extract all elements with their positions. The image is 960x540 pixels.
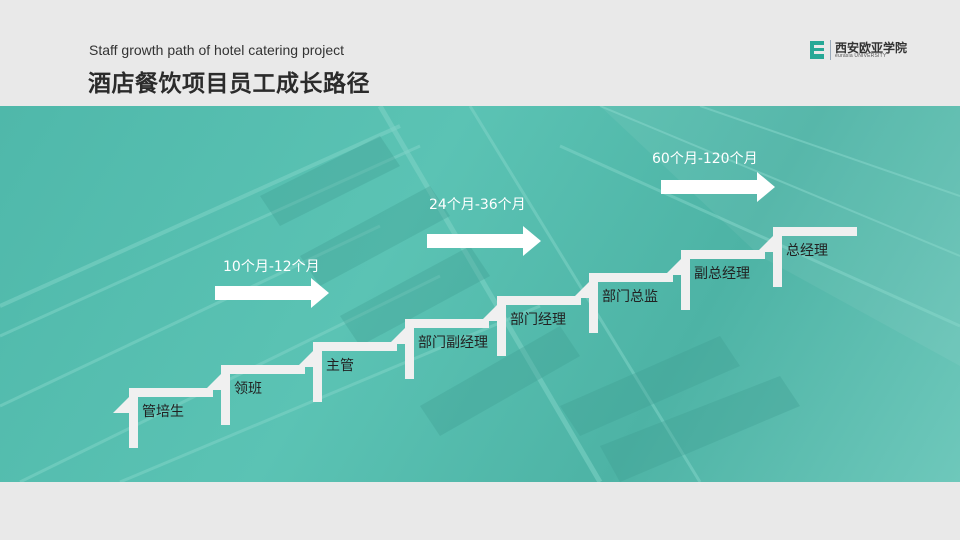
period-label: 24个月-36个月: [429, 197, 526, 213]
career-step: [389, 319, 489, 379]
right-arrow-icon: [661, 172, 775, 202]
university-logo: 西安欧亚学院 eurasia UNIVERSITY: [810, 40, 930, 62]
career-step: [573, 273, 673, 333]
career-step-label: 管培生: [142, 404, 184, 420]
right-arrow-icon: [215, 278, 329, 308]
career-step-label: 总经理: [786, 243, 828, 259]
career-step-label: 部门副经理: [418, 335, 488, 351]
career-step: [205, 365, 305, 425]
period-label: 10个月-12个月: [223, 259, 320, 275]
career-step: [665, 250, 765, 310]
period-label: 60个月-120个月: [652, 151, 758, 167]
career-step-label: 副总经理: [694, 266, 750, 282]
logo-e-icon: [810, 41, 824, 59]
career-step-label: 领班: [234, 381, 262, 397]
career-step-label: 主管: [326, 358, 354, 374]
career-step: [297, 342, 397, 402]
career-step-label: 部门总监: [602, 289, 658, 305]
career-step: [757, 227, 857, 287]
page-title: 酒店餐饮项目员工成长路径: [88, 71, 370, 97]
career-step: [113, 388, 213, 448]
right-arrow-icon: [427, 226, 541, 256]
logo-name-cn: 西安欧亚学院: [835, 41, 908, 55]
career-step-label: 部门经理: [510, 312, 566, 328]
page-subtitle: Staff growth path of hotel catering proj…: [89, 42, 345, 58]
logo-name-en: eurasia UNIVERSITY: [835, 53, 887, 59]
growth-path-banner: 管培生 领班 主管 部门副经理 部门经理 部门总监 副总经理 总经理 10个月-12个月 24个…: [0, 106, 960, 482]
career-step: [481, 296, 581, 356]
logo-divider: [830, 40, 831, 60]
